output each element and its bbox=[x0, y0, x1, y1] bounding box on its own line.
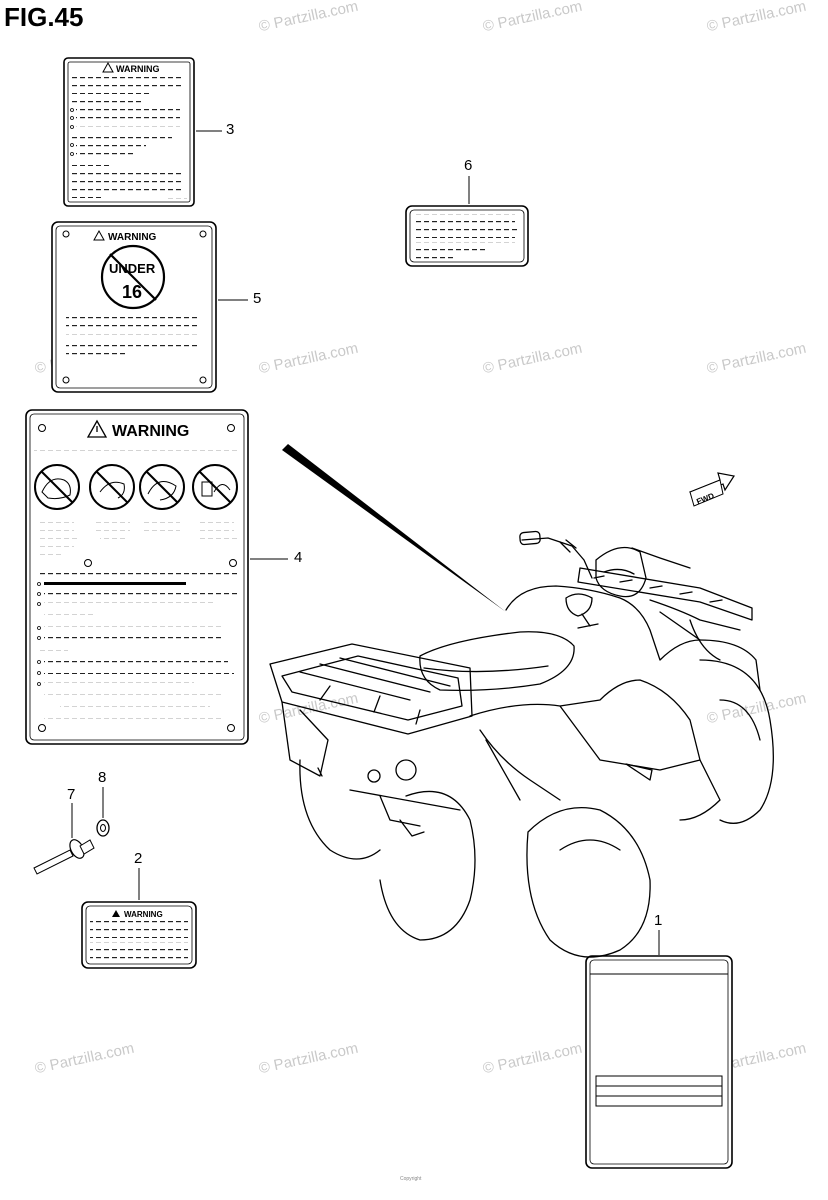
label-4-large-warning-decal[interactable]: WARNING bbox=[25, 409, 249, 745]
label-4-heading: WARNING bbox=[112, 423, 189, 440]
prohibition-pictogram-2-icon bbox=[89, 464, 135, 510]
label-2-heading: WARNING bbox=[124, 910, 163, 919]
callout-5: 5 bbox=[253, 290, 262, 307]
callout-4: 4 bbox=[294, 549, 303, 566]
fwd-arrow-icon: FWD bbox=[688, 472, 735, 507]
svg-text:16: 16 bbox=[122, 282, 142, 302]
label-3-warning-decal[interactable]: WARNING bbox=[63, 57, 195, 207]
no-under-16-icon: UNDER 16 bbox=[100, 244, 166, 310]
label-1-decal[interactable] bbox=[585, 955, 733, 1169]
warning-triangle-icon bbox=[102, 61, 114, 73]
part-8-washer[interactable] bbox=[96, 819, 110, 837]
location-pointer bbox=[282, 444, 506, 612]
callout-7: 7 bbox=[67, 786, 76, 803]
figure-title: FIG.45 bbox=[4, 2, 84, 32]
label-3-heading: WARNING bbox=[116, 64, 160, 74]
prohibition-pictogram-4-icon bbox=[192, 464, 238, 510]
label-2-warning-decal[interactable]: WARNING bbox=[81, 901, 197, 969]
label-5-heading: WARNING bbox=[108, 232, 157, 243]
svg-text:UNDER: UNDER bbox=[109, 261, 156, 276]
callout-6: 6 bbox=[464, 157, 473, 174]
prohibition-pictogram-3-icon bbox=[139, 464, 185, 510]
callout-1: 1 bbox=[654, 912, 663, 929]
part-7-rivet[interactable] bbox=[33, 837, 95, 875]
label-5-age-warning-decal[interactable]: WARNING UNDER 16 bbox=[51, 221, 217, 393]
prohibition-pictogram-1-icon bbox=[34, 464, 80, 510]
callout-8: 8 bbox=[98, 769, 107, 786]
label-6-decal[interactable] bbox=[405, 205, 529, 267]
callout-2: 2 bbox=[134, 850, 143, 867]
atv-vehicle-illustration bbox=[269, 530, 774, 958]
callout-3: 3 bbox=[226, 121, 235, 138]
warning-triangle-icon bbox=[86, 419, 108, 438]
footer-copyright: Copyright bbox=[400, 1176, 422, 1182]
